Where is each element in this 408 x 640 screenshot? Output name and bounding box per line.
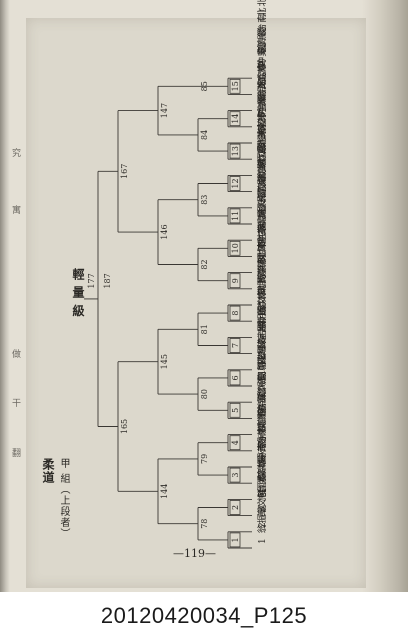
bout-number: 145 (160, 354, 169, 369)
group-label: 甲 組（上段者） (58, 458, 69, 540)
margin-mark: 干 (10, 398, 20, 407)
bout-number: 79 (200, 454, 209, 464)
bout-number: 82 (200, 259, 209, 269)
margin-mark: 翻 (10, 448, 20, 457)
bout-number: 177 (87, 273, 96, 288)
bout-box (229, 305, 241, 321)
bout-number: 13 (231, 146, 240, 156)
bout-number: 165 (120, 419, 129, 434)
bout-number: 12 (231, 178, 240, 188)
bout-number: 83 (200, 195, 209, 205)
bout-box (229, 78, 241, 94)
margin-mark: 究 (10, 148, 20, 157)
bout-number: 10 (231, 243, 240, 253)
bout-number: 85 (200, 81, 209, 91)
player-name: 30 吳清鏡（北北） (258, 0, 268, 75)
bout-number: 81 (200, 324, 209, 334)
printed-page (26, 18, 366, 588)
bout-box (229, 467, 241, 483)
bout-box (229, 532, 241, 548)
bout-box (229, 143, 241, 159)
bout-number: 15 (231, 81, 240, 91)
bout-number: 1 (231, 537, 240, 542)
weight-class-title: 輕 量 級 (71, 268, 85, 318)
bout-number: 5 (231, 408, 240, 413)
bout-number: 146 (160, 224, 169, 239)
bout-number: 144 (160, 484, 169, 499)
book-spine-shadow (0, 0, 10, 592)
bout-box (229, 208, 241, 224)
bout-number: 80 (200, 389, 209, 399)
bout-number: 8 (231, 311, 240, 316)
page-number: —119— (173, 547, 216, 560)
bout-number: 6 (231, 375, 240, 380)
bout-box (229, 273, 241, 289)
bout-number: 167 (120, 164, 129, 179)
bout-number: 11 (231, 211, 240, 221)
bout-box (229, 370, 241, 386)
bout-number: 4 (231, 440, 240, 445)
bout-box (229, 240, 241, 256)
sport-label: 柔道 (41, 458, 55, 484)
bout-number: 187 (103, 273, 112, 288)
bout-number: 14 (231, 114, 240, 124)
tournament-bracket: 1234567891011121314157879808182838485144… (84, 77, 252, 549)
bout-number: 78 (200, 519, 209, 529)
bout-number: 7 (231, 343, 240, 348)
bout-number: 84 (200, 130, 209, 140)
bout-box (229, 435, 241, 451)
bout-number: 147 (160, 103, 169, 118)
bout-number: 3 (231, 473, 240, 478)
bout-box (229, 500, 241, 515)
bout-box (229, 402, 241, 418)
page-edge-shadow (362, 0, 408, 592)
image-caption: 20120420034_P125 (100, 603, 308, 628)
bout-box (229, 338, 241, 353)
bout-number: 2 (231, 505, 240, 510)
bout-box (229, 111, 241, 127)
margin-mark: 做 (10, 349, 20, 358)
bout-number: 9 (231, 278, 240, 283)
bout-box (229, 176, 241, 191)
margin-mark: 寓 (10, 205, 20, 214)
